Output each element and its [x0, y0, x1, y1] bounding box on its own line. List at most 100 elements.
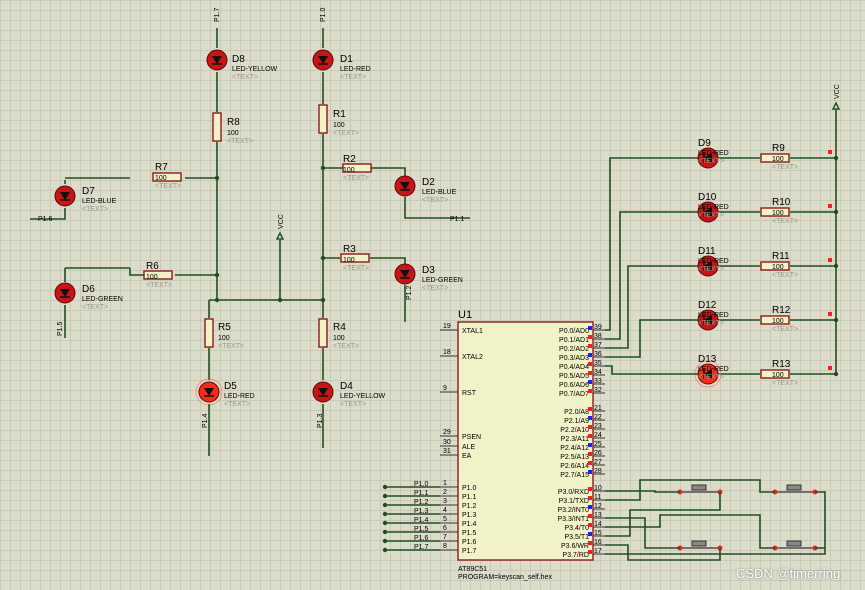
resistor-value: 100 [333, 335, 345, 342]
led-ref: D8 [232, 54, 245, 65]
switch-cap [786, 484, 802, 491]
pin-number: 13 [594, 512, 602, 519]
led-type: LED-BLUE [82, 198, 117, 205]
text-placeholder: <TEXT> [422, 197, 448, 204]
pin-name: P0.5/AD5 [559, 373, 589, 380]
text-placeholder: <TEXT> [155, 183, 181, 190]
pin-name: P2.0/A8 [564, 409, 589, 416]
resistor-body [318, 104, 328, 134]
net-label: P1.5 [414, 526, 429, 533]
pin-number: 19 [443, 323, 451, 330]
text-placeholder: <TEXT> [698, 158, 724, 165]
resistor-ref: R8 [227, 117, 240, 128]
led-ref: D4 [340, 381, 353, 392]
resistor-ref: R3 [343, 244, 356, 255]
net-label: P1.3 [414, 508, 429, 515]
junction-dot [214, 175, 220, 181]
led-ref: D13 [698, 354, 717, 365]
junction-dot [382, 502, 388, 508]
led-arrow [60, 289, 70, 297]
led-ref: D11 [698, 246, 716, 257]
pin-name: P2.5/A13 [560, 454, 589, 461]
pin-name: P3.4/T0 [564, 525, 589, 532]
junction-dot [382, 538, 388, 544]
text-placeholder: <TEXT> [343, 175, 369, 182]
net-label: P1.0 [414, 481, 429, 488]
text-placeholder: <TEXT> [343, 265, 369, 272]
pin-name: P3.7/RD [563, 552, 589, 559]
pin-marker [588, 380, 592, 384]
led-d13 [694, 360, 722, 388]
resistor-ref: R13 [772, 359, 791, 370]
pin-marker [588, 505, 592, 509]
pin-name: P3.5/T1 [564, 534, 589, 541]
pin-name: P1.3 [462, 512, 477, 519]
pin-name: PSEN [462, 434, 481, 441]
led-arrow [704, 207, 712, 217]
net-label: P1.3 [317, 413, 324, 428]
junction-dot [382, 529, 388, 535]
led-arrow [400, 182, 410, 190]
pin-name: P1.5 [462, 530, 477, 537]
wire [605, 319, 698, 358]
resistor-value: 100 [146, 274, 158, 281]
pin-number: 1 [443, 480, 447, 487]
pin-number: 23 [594, 423, 602, 430]
pin-number: 16 [594, 539, 602, 546]
pin-name: P3.3/INT1 [557, 516, 589, 523]
resistor-body [340, 253, 370, 263]
mcu-body [457, 321, 594, 561]
pin-marker [588, 541, 592, 545]
pin-marker [588, 434, 592, 438]
pin-name: P0.2/AD2 [559, 346, 589, 353]
net-label: P1.2 [406, 285, 413, 300]
pin-name: P2.7/A15 [560, 472, 589, 479]
pin-number: 11 [594, 494, 601, 501]
text-placeholder: <TEXT> [698, 374, 724, 381]
switch-cap [691, 484, 707, 491]
resistor-body [318, 318, 328, 348]
pin-name: P0.4/AD4 [559, 364, 589, 371]
text-placeholder: <TEXT> [340, 74, 366, 81]
wire [605, 479, 775, 501]
pin-marker [588, 443, 592, 447]
resistor-ref: R7 [155, 162, 168, 173]
pin-marker [588, 496, 592, 500]
resistor-value: 100 [155, 175, 167, 182]
pin-marker [588, 389, 592, 393]
resistor-body [212, 112, 222, 142]
pin-name: XTAL1 [462, 328, 483, 335]
led-type: LED-RED [698, 204, 729, 211]
led-type: LED-GREEN [82, 296, 123, 303]
led-ref: D2 [422, 177, 435, 188]
text-placeholder: <TEXT> [82, 304, 108, 311]
junction-dot [382, 520, 388, 526]
pin-number: 21 [594, 405, 602, 412]
pin-number: 17 [594, 548, 602, 555]
pin-marker [588, 335, 592, 339]
pin-marker [588, 550, 592, 554]
resistor-body [342, 163, 372, 173]
pin-name: P1.6 [462, 539, 477, 546]
pin-number: 32 [594, 387, 602, 394]
pin-name: P2.2/A10 [560, 427, 589, 434]
resistor-body [143, 270, 173, 280]
resistor-r6 [143, 270, 173, 280]
pin-number: 12 [594, 503, 602, 510]
led-ref: D3 [422, 265, 435, 276]
text-placeholder: <TEXT> [698, 212, 724, 219]
wire [605, 490, 680, 493]
wire [605, 265, 698, 349]
junction-dot [320, 165, 326, 171]
resistor-ref: R1 [333, 109, 346, 120]
wire [605, 514, 775, 549]
mcu-part: AT89C51 [458, 566, 487, 573]
mcu-program: PROGRAM=keyscan_self.hex [458, 574, 552, 581]
led-type: LED-RED [698, 258, 729, 265]
text-placeholder: <TEXT> [772, 164, 798, 171]
resistor-value: 100 [772, 156, 784, 163]
pin-marker [588, 371, 592, 375]
pin-number: 38 [594, 333, 602, 340]
led-arrow [60, 192, 70, 200]
pin-marker [588, 344, 592, 348]
